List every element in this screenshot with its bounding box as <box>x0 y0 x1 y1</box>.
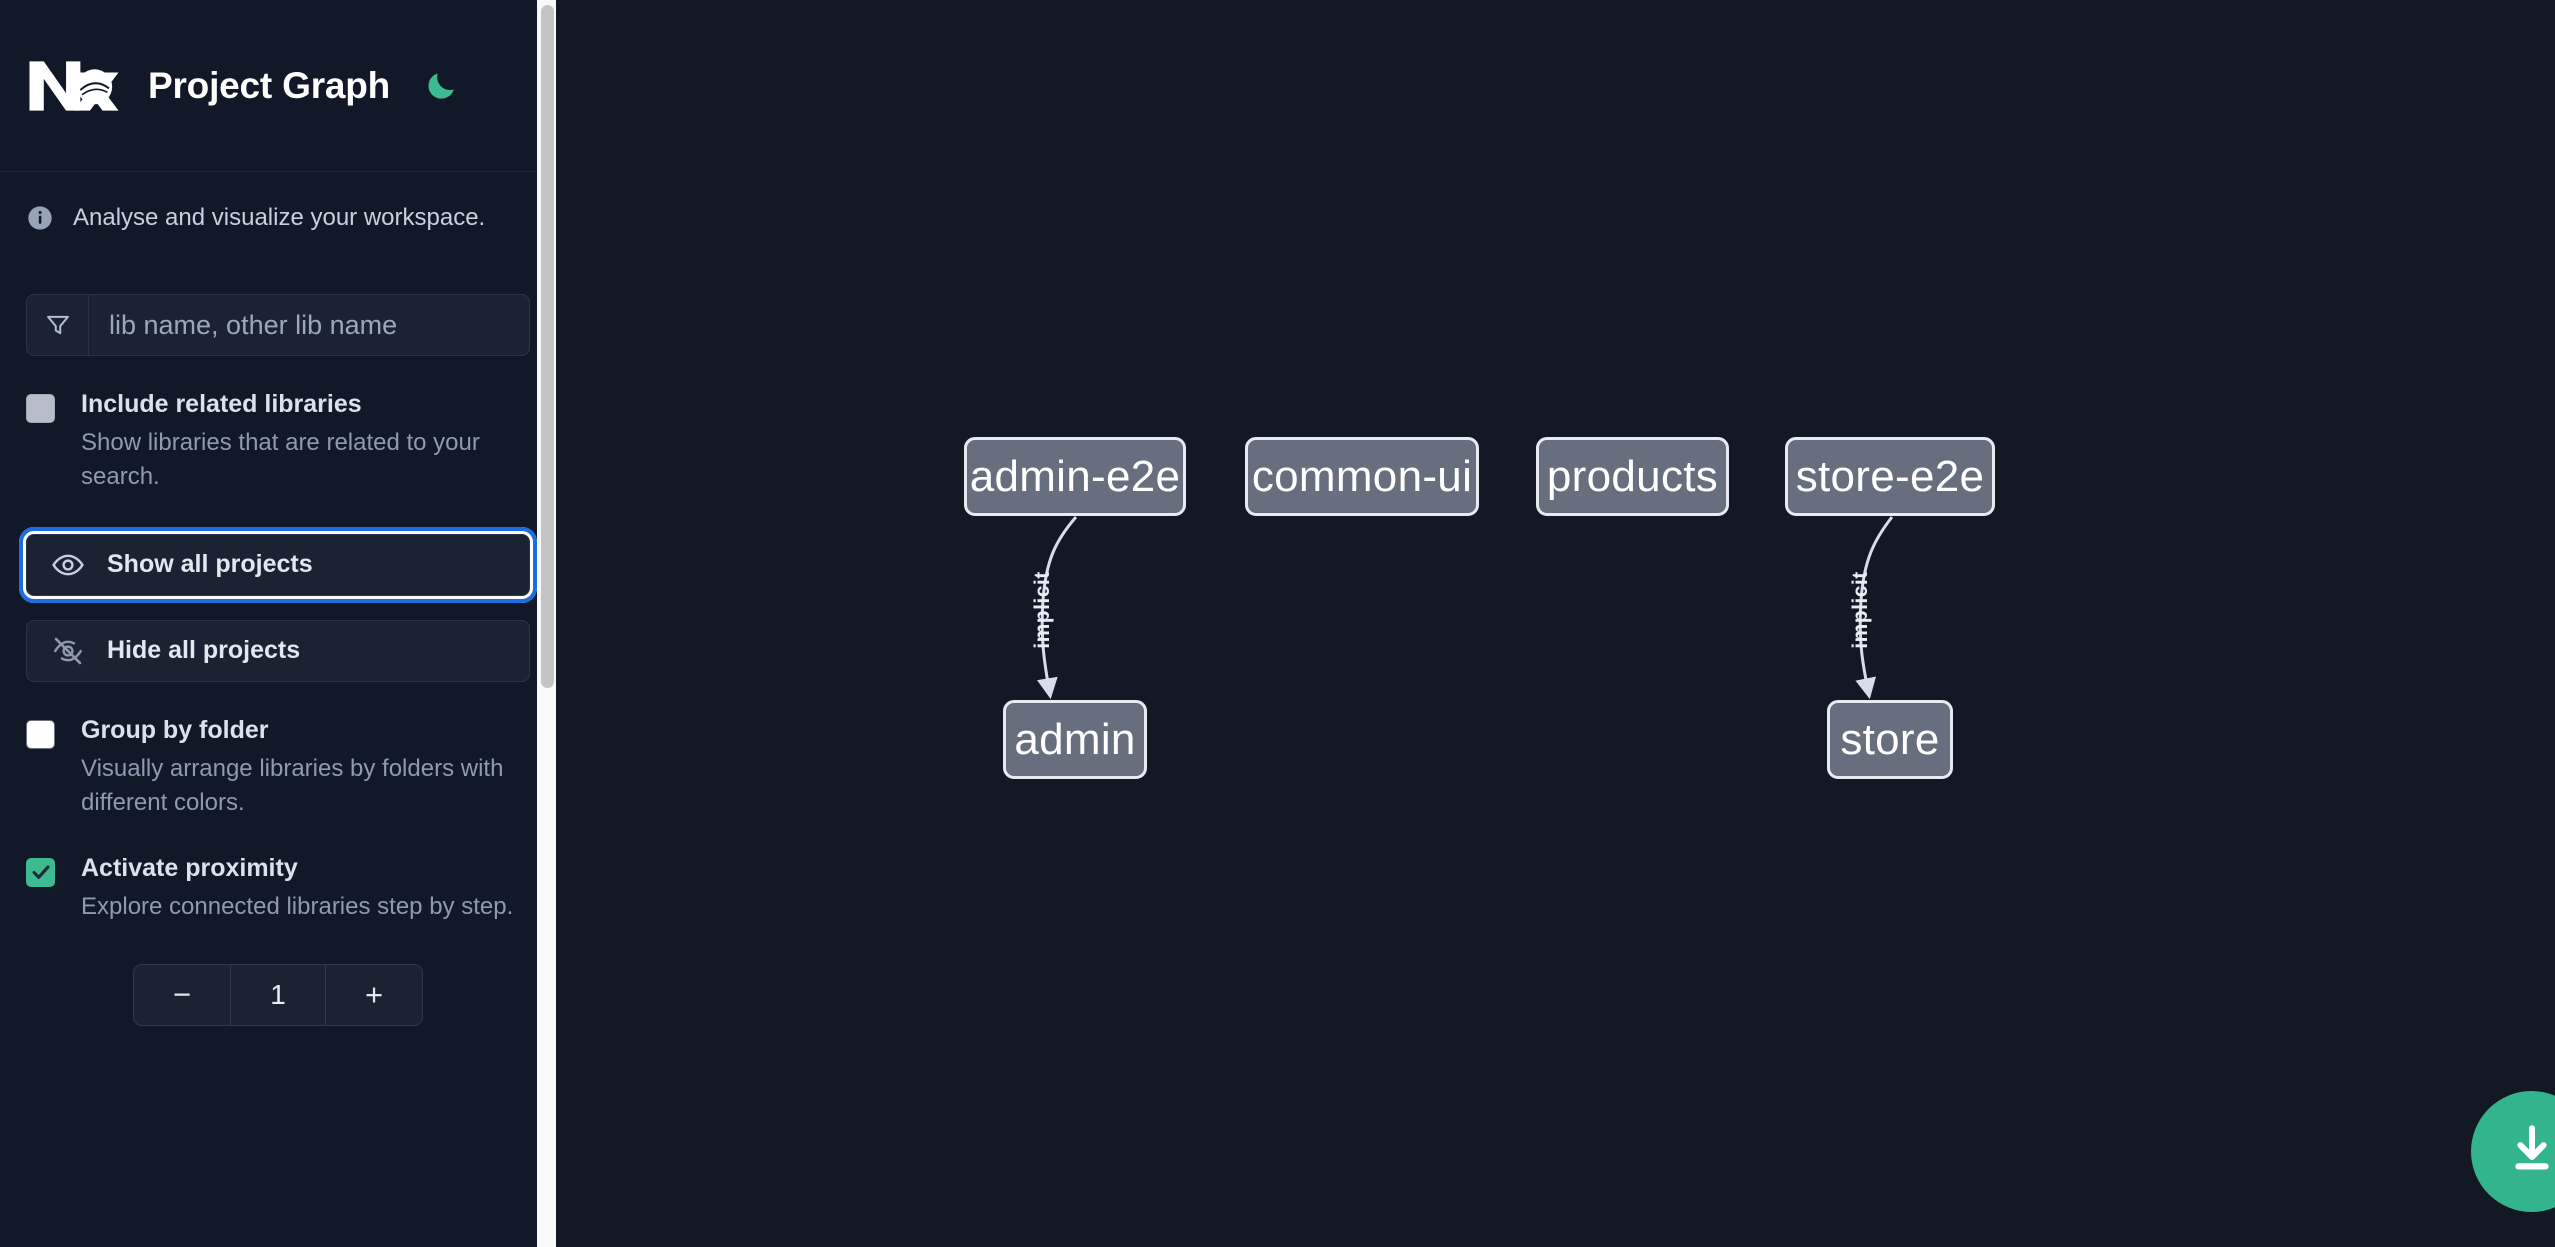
proximity-stepper: − 1 + <box>133 963 423 1026</box>
option-label: Group by folder <box>81 715 269 744</box>
option-label: Include related libraries <box>81 390 362 418</box>
graph-edges <box>1036 516 1894 700</box>
eye-icon <box>51 548 85 582</box>
page-title: Project Graph <box>148 64 391 106</box>
graph-node-products[interactable]: products <box>1536 437 1729 516</box>
moon-icon[interactable] <box>420 65 462 107</box>
sidebar-body: Analyse and visualize your workspace. In… <box>0 172 556 1026</box>
nx-logo-icon <box>26 55 122 117</box>
search-box[interactable] <box>26 294 530 356</box>
hide-all-projects-label: Hide all projects <box>107 636 301 665</box>
check-icon <box>32 865 50 880</box>
checkbox-include-related-libraries[interactable] <box>26 394 55 423</box>
graph-node-store-e2e[interactable]: store-e2e <box>1785 437 1995 516</box>
graph-node-admin-e2e[interactable]: admin-e2e <box>964 437 1186 516</box>
option-activate-proximity[interactable]: Activate proximity Explore connected lib… <box>26 854 530 924</box>
option-description: Explore connected libraries step by step… <box>81 892 514 920</box>
edge-label-implicit-store: implicit <box>1849 571 1872 649</box>
search-input[interactable] <box>89 295 529 355</box>
option-description: Visually arrange libraries by folders wi… <box>81 754 504 816</box>
proximity-increment-button[interactable]: + <box>326 964 422 1025</box>
sidebar-scrollbar[interactable] <box>537 0 556 1247</box>
download-icon <box>2503 1120 2555 1183</box>
eye-off-icon <box>51 634 85 668</box>
hide-all-projects-button[interactable]: Hide all projects <box>26 619 530 682</box>
info-icon <box>26 204 54 232</box>
checkbox-group-by-folder[interactable] <box>26 719 55 749</box>
workspace-description-text: Analyse and visualize your workspace. <box>73 204 486 231</box>
proximity-decrement-button[interactable]: − <box>134 964 230 1025</box>
download-graph-button[interactable] <box>2471 1091 2555 1212</box>
checkbox-activate-proximity[interactable] <box>26 857 55 887</box>
sidebar: Project Graph Analyse and visualize your… <box>0 0 556 1247</box>
graph-node-store[interactable]: store <box>1827 700 1953 779</box>
visibility-buttons: Show all projects Hide all projects <box>19 526 537 682</box>
graph-canvas[interactable]: implicit implicit admin-e2e common-ui pr… <box>556 0 2555 1247</box>
workspace-description: Analyse and visualize your workspace. <box>26 172 530 264</box>
edge-label-implicit-admin: implicit <box>1031 571 1054 649</box>
show-all-projects-button[interactable]: Show all projects <box>19 526 537 603</box>
proximity-value: 1 <box>230 964 326 1025</box>
filter-funnel-icon[interactable] <box>27 295 89 355</box>
option-group-by-folder[interactable]: Group by folder Visually arrange librari… <box>26 716 530 820</box>
option-description: Show libraries that are related to your … <box>81 428 480 490</box>
graph-node-common-ui[interactable]: common-ui <box>1245 437 1479 516</box>
option-include-related-libraries[interactable]: Include related libraries Show libraries… <box>26 390 530 494</box>
graph-node-admin[interactable]: admin <box>1003 700 1147 779</box>
sidebar-scrollbar-thumb[interactable] <box>541 5 554 688</box>
option-label: Activate proximity <box>81 853 298 882</box>
sidebar-header: Project Graph <box>0 0 556 172</box>
show-all-projects-label: Show all projects <box>107 550 313 579</box>
proximity-stepper-wrap: − 1 + <box>26 963 530 1026</box>
